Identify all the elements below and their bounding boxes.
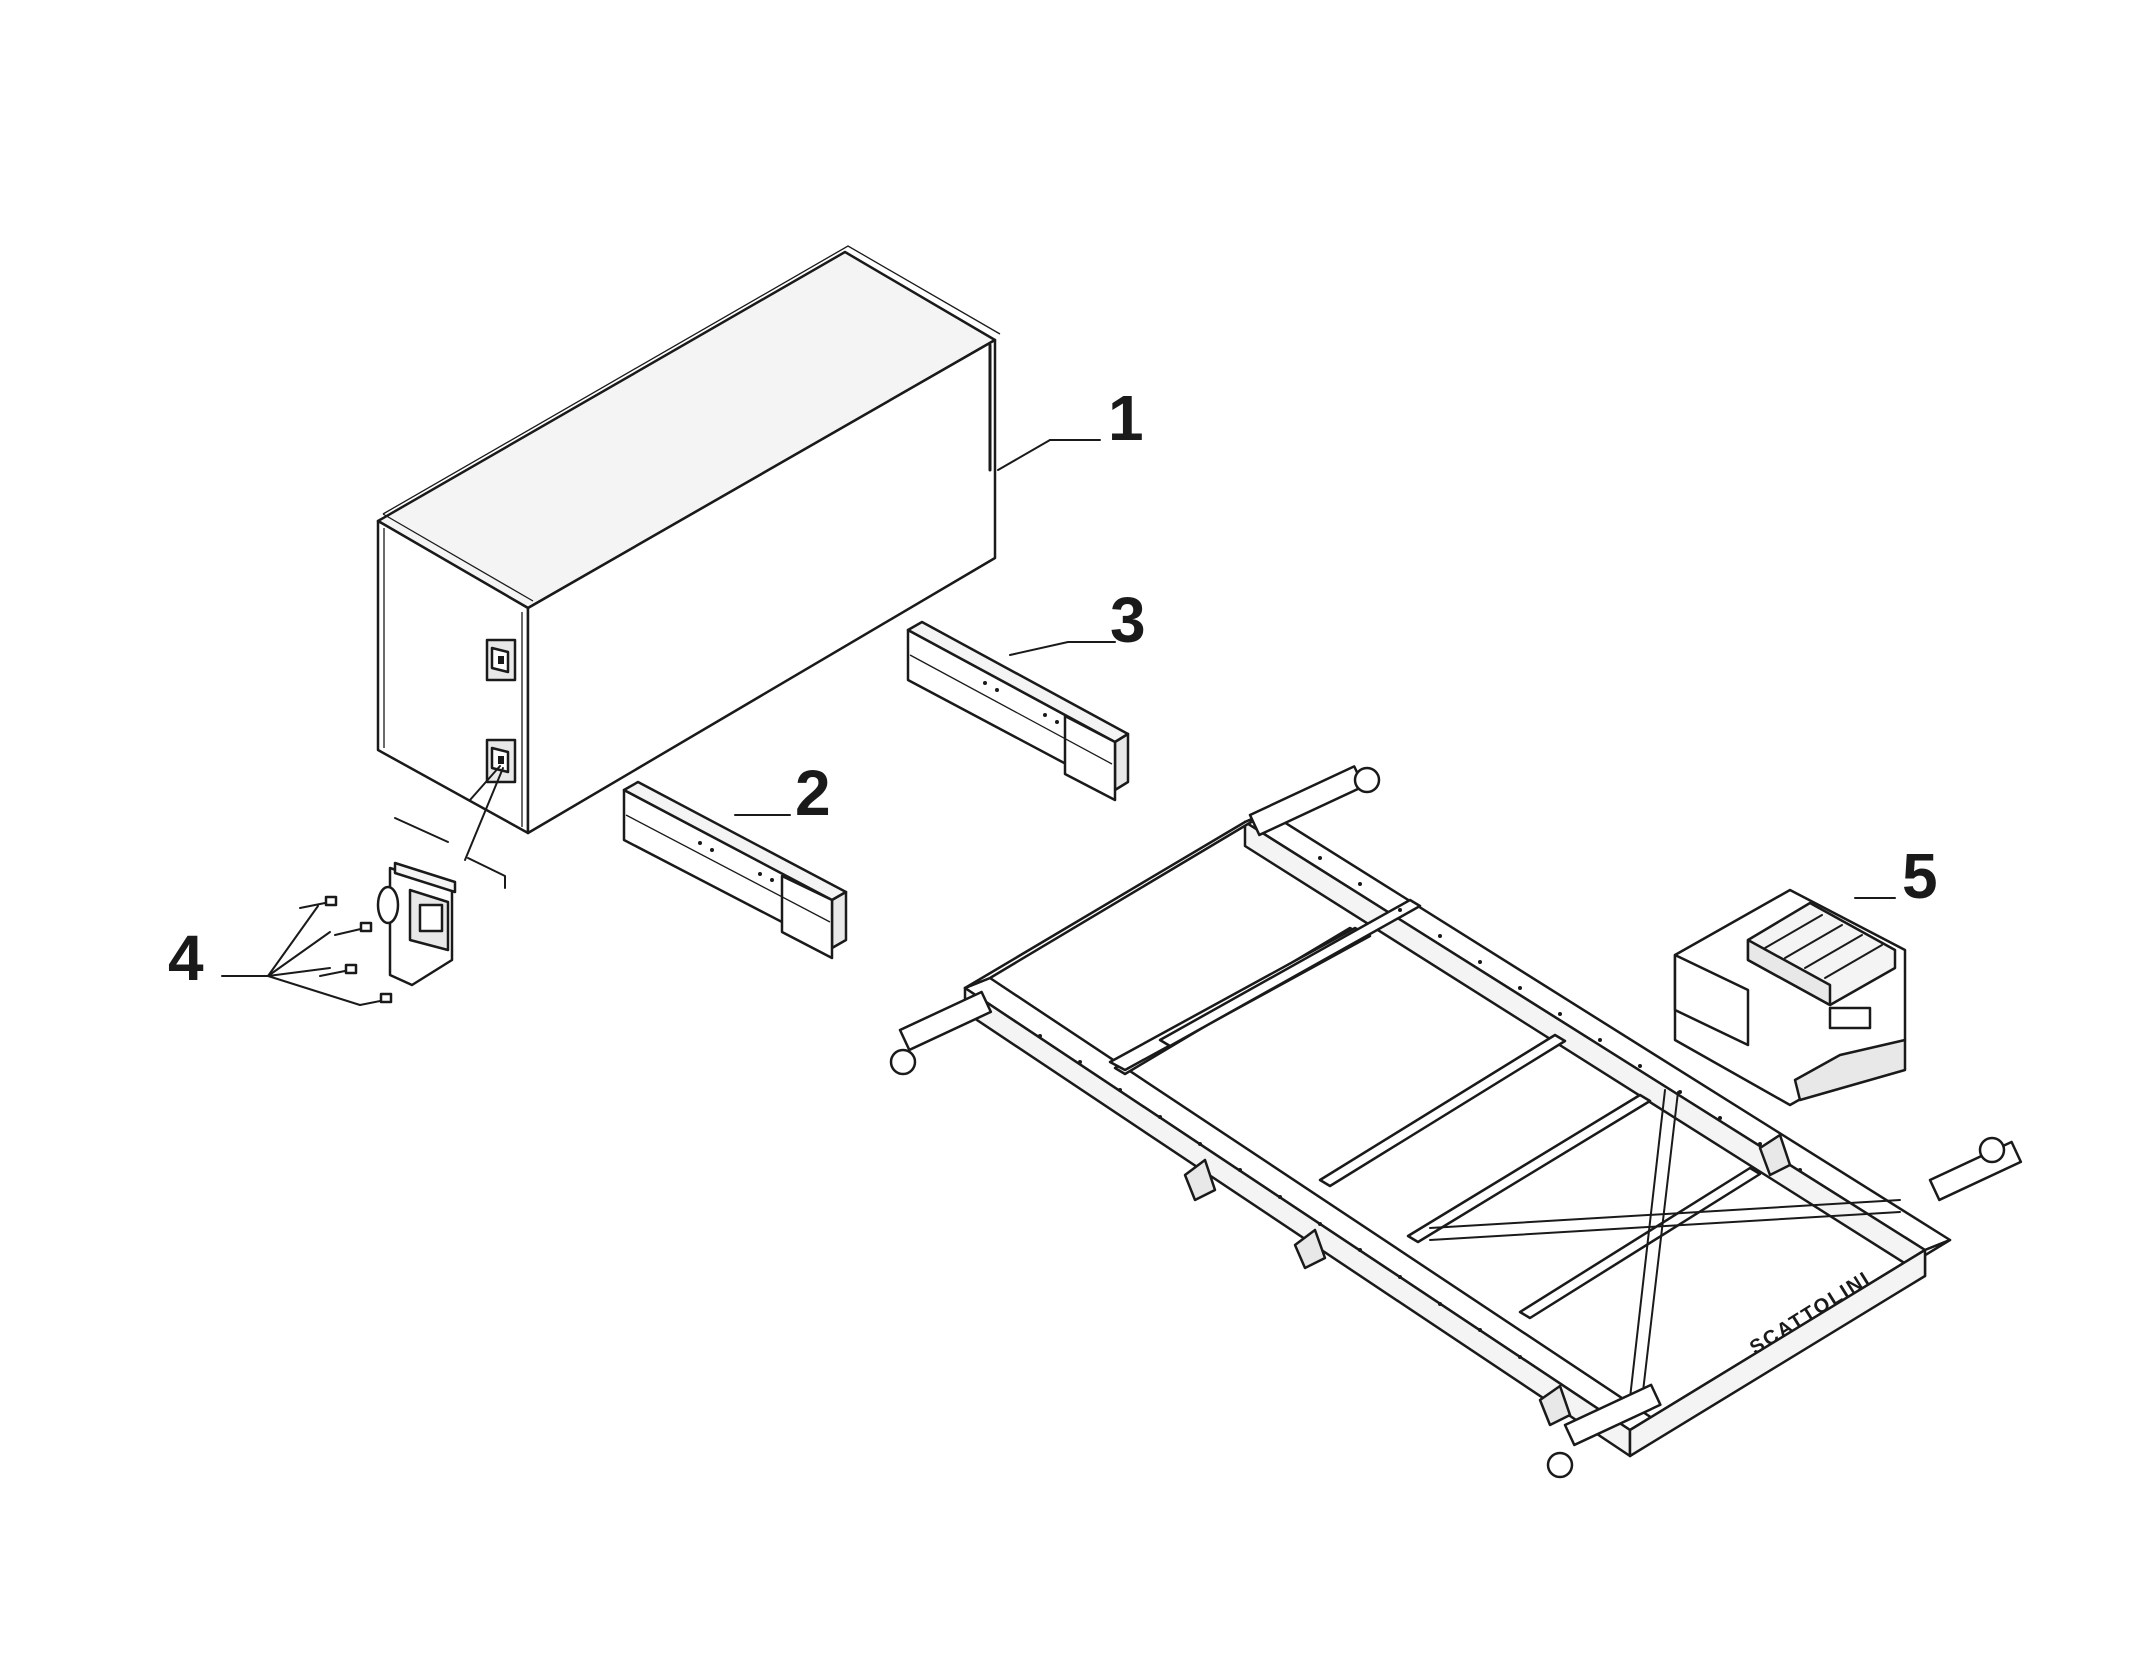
axle-stubs [889,765,2023,1479]
callout-5: 5 [1902,840,1938,912]
latch-lower-icon [485,738,517,784]
latch-upper-icon [485,638,517,682]
callout-4: 4 [168,922,204,994]
chassis-frame: SCATTOLINI [889,765,2023,1479]
part-1-tool-box [376,245,1001,861]
screws [299,895,393,1006]
part-2-support-bracket [622,780,848,960]
callout-3: 3 [1110,584,1146,656]
callout-1: 1 [1108,382,1144,454]
callout-2: 2 [795,757,831,829]
part-5-tank-holder [1673,888,1907,1107]
part-4-latch-detail [221,817,506,1006]
part-3-support-bracket [906,620,1130,802]
